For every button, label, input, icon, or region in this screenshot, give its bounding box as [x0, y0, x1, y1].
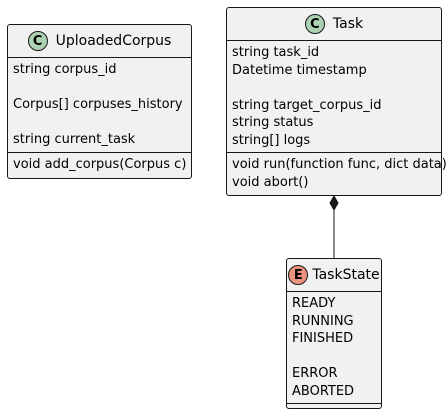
- uploaded-corpus-fields: string corpus_id Corpus[] corpuses_histo…: [8, 58, 191, 153]
- task-name: Task: [332, 16, 364, 32]
- enum-icon: E: [288, 265, 309, 285]
- composition-diamond-icon: [329, 194, 339, 212]
- task-methods: void run(function func, dict data) void …: [227, 153, 447, 194]
- method-row: void add_corpus(Corpus c): [13, 156, 187, 172]
- field-spacer: [232, 79, 436, 97]
- enum-value-row: READY: [292, 296, 336, 311]
- field-row: Corpus[] corpuses_history: [13, 97, 183, 112]
- task-state-name: TaskState: [312, 267, 380, 283]
- task-class[interactable]: C Task string task_id Datetime timestamp…: [226, 7, 447, 196]
- enum-value-row: ERROR: [292, 366, 338, 381]
- method-row: void abort(): [232, 174, 309, 190]
- field-row: Datetime timestamp: [232, 62, 367, 78]
- task-state-empty-section: [287, 404, 381, 412]
- field-row: string[] logs: [232, 132, 311, 148]
- field-row: string current_task: [13, 132, 136, 147]
- task-state-enum[interactable]: E TaskState READY RUNNING FINISHED ERROR…: [286, 258, 382, 409]
- task-state-header: E TaskState: [287, 259, 381, 292]
- enum-value-row: ABORTED: [292, 383, 355, 399]
- task-fields: string task_id Datetime timestamp string…: [227, 41, 441, 153]
- field-spacer: [13, 114, 186, 132]
- field-spacer: [13, 79, 186, 97]
- task-state-values: READY RUNNING FINISHED ERROR ABORTED: [287, 292, 381, 404]
- field-row: string corpus_id: [13, 62, 117, 77]
- field-row: string target_corpus_id: [232, 97, 382, 113]
- enum-spacer: [292, 348, 376, 366]
- uploaded-corpus-methods: void add_corpus(Corpus c): [8, 153, 191, 177]
- uploaded-corpus-header: C UploadedCorpus: [8, 25, 191, 58]
- enum-value-row: FINISHED: [292, 331, 354, 346]
- field-row: string status: [232, 115, 314, 130]
- uploaded-corpus-name: UploadedCorpus: [55, 33, 172, 49]
- field-row: string task_id: [232, 45, 320, 60]
- uploaded-corpus-class[interactable]: C UploadedCorpus string corpus_id Corpus…: [7, 24, 192, 179]
- class-icon: C: [27, 31, 48, 51]
- task-header: C Task: [227, 8, 441, 41]
- enum-value-row: RUNNING: [292, 313, 354, 329]
- method-row: void run(function func, dict data): [232, 157, 447, 172]
- class-icon: C: [304, 14, 325, 34]
